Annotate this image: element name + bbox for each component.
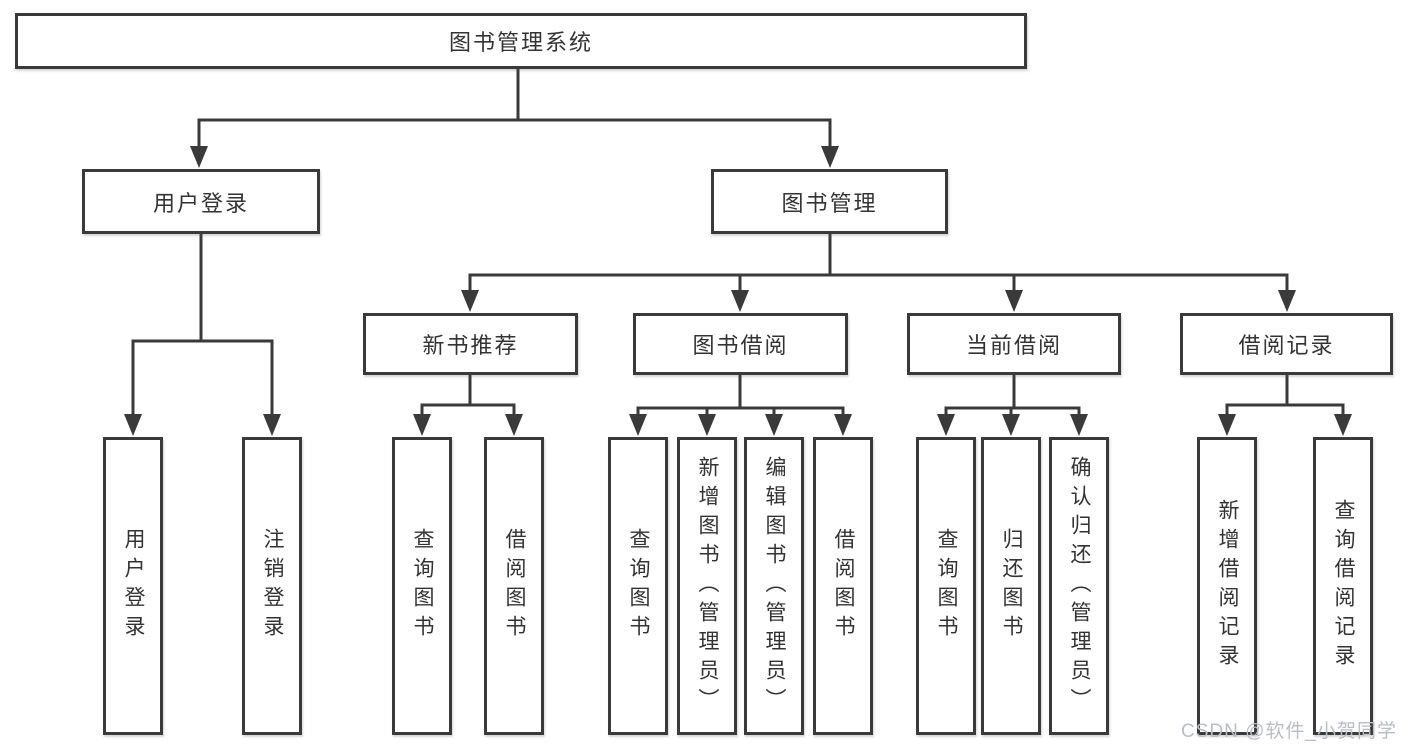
- arrowhead-icon: [1278, 290, 1296, 312]
- node-user-login-branch: 用户登录: [82, 169, 320, 234]
- leaf-query-books-borrowing: 查询图书: [608, 437, 668, 735]
- arrowhead-icon: [821, 146, 839, 168]
- arrowhead-icon: [263, 414, 281, 436]
- arrowhead-icon: [765, 414, 783, 436]
- arrowhead-icon: [629, 414, 647, 436]
- leaf-query-borrow-record: 查询借阅记录: [1313, 437, 1373, 735]
- leaf-borrow-books-recommend: 借阅图书: [484, 437, 544, 735]
- leaf-logout: 注销登录: [242, 437, 302, 735]
- arrowhead-icon: [1002, 414, 1020, 436]
- arrowhead-icon: [1334, 414, 1352, 436]
- arrowhead-icon: [413, 414, 431, 436]
- leaf-return-books: 归还图书: [981, 437, 1041, 735]
- leaf-query-books-recommend: 查询图书: [392, 437, 452, 735]
- arrowhead-icon: [1005, 290, 1023, 312]
- arrowhead-icon: [834, 414, 852, 436]
- node-borrowing-records: 借阅记录: [1180, 313, 1393, 375]
- leaf-edit-books-admin: 编辑图书（管理员）: [744, 437, 804, 735]
- arrowhead-icon: [731, 290, 749, 312]
- arrowhead-icon: [190, 146, 208, 168]
- arrowhead-icon: [937, 414, 955, 436]
- leaf-user-login: 用户登录: [103, 437, 163, 735]
- node-library-management-system: 图书管理系统: [15, 13, 1027, 69]
- leaf-query-books-current: 查询图书: [916, 437, 976, 735]
- node-current-borrowing: 当前借阅: [907, 313, 1121, 375]
- arrowhead-icon: [124, 414, 142, 436]
- arrowhead-icon: [698, 414, 716, 436]
- leaf-borrow-books: 借阅图书: [813, 437, 873, 735]
- leaf-confirm-return-admin: 确认归还（管理员）: [1049, 437, 1109, 735]
- arrowhead-icon: [461, 290, 479, 312]
- csdn-watermark: CSDN @软件_小贺同学: [1181, 721, 1397, 742]
- leaf-add-borrow-record: 新增借阅记录: [1197, 437, 1257, 735]
- node-new-book-recommend: 新书推荐: [363, 313, 578, 375]
- arrowhead-icon: [1070, 414, 1088, 436]
- arrowhead-icon: [1218, 414, 1236, 436]
- arrowhead-icon: [505, 414, 523, 436]
- node-book-borrowing: 图书借阅: [633, 313, 848, 375]
- node-book-management-branch: 图书管理: [711, 169, 948, 234]
- leaf-add-books-admin: 新增图书（管理员）: [677, 437, 737, 735]
